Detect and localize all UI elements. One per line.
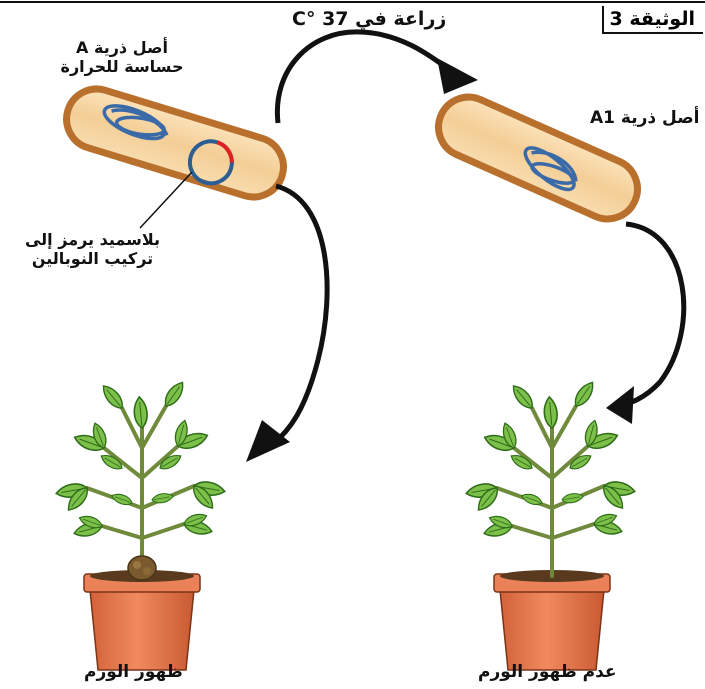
tumor-icon	[128, 556, 156, 580]
arrow-to-left-plant	[246, 186, 327, 462]
bacterium-a	[59, 82, 291, 205]
strain-a1-label: أصل ذرية A1	[590, 108, 699, 128]
arrow-to-right-plant	[606, 224, 684, 424]
strain-a-label: أصل ذرية A حساسة للحرارة	[47, 38, 197, 76]
culture-condition-label: زراعة في 37 °C	[292, 8, 446, 30]
plant-with-tumor	[55, 379, 226, 670]
strain-a-line2: حساسة للحرارة	[47, 57, 197, 76]
plasmid-label-line2: تركيب النوبالين	[10, 249, 175, 268]
result-left-label: ظهور الورم	[84, 662, 183, 682]
result-right-label: عدم ظهور الورم	[478, 662, 617, 682]
plasmid-label: بلاسميد يرمز إلى تركيب النوبالين	[10, 230, 175, 268]
plasmid-label-line1: بلاسميد يرمز إلى	[10, 230, 175, 249]
plant-without-tumor	[465, 379, 636, 670]
document-tag: الوثيقة 3	[602, 6, 704, 34]
strain-a-line1: أصل ذرية A	[47, 38, 197, 57]
plasmid-pointer	[140, 172, 192, 228]
